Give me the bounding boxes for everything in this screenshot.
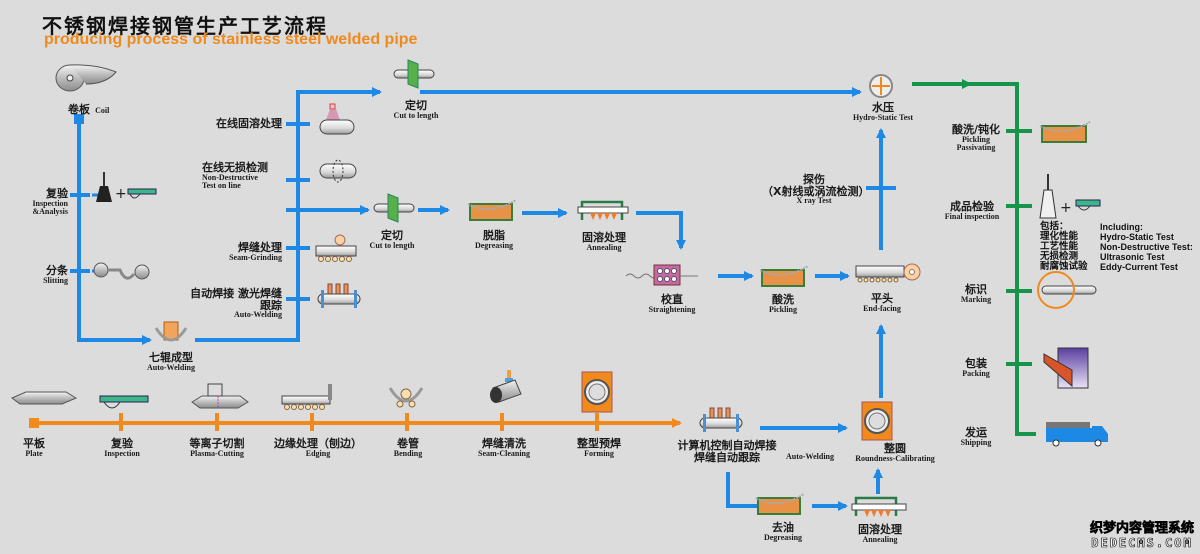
truck-icon <box>1046 422 1108 447</box>
degreasing-mid-label: 脱脂 Degreasing <box>474 229 514 250</box>
including-en-1: Hydro-Static Test <box>1100 232 1174 242</box>
slitting-machine-icon <box>93 262 150 280</box>
shipping-label: 发运 Shipping <box>960 426 992 447</box>
marking-label: 标识 Marking <box>960 283 992 304</box>
coil-label: 卷板 Coil <box>68 103 110 116</box>
roller-forming-label: 七辊成型 Auto-Welding <box>146 351 195 372</box>
including-en-0: Including: <box>1100 222 1143 232</box>
hydro-gauge-icon <box>869 74 893 98</box>
auto-welding-plate-label: Auto-Welding <box>785 452 834 461</box>
hydro-static-test-label: 水压 Hydro-Static Test <box>852 101 914 122</box>
coil-vertical-line <box>77 120 152 345</box>
title-cn: 不锈钢焊接钢管生产工艺流程 <box>42 14 328 38</box>
weld-branch-line <box>195 87 382 342</box>
end-facing-label: 平头 End-facing <box>863 292 901 313</box>
weld-step-ticks <box>286 122 310 301</box>
title-en: producing process of stainless steel wel… <box>44 31 418 48</box>
roundness-calibrating-label: 整圆 Roundness-Calibrating <box>855 442 935 463</box>
svg-text:+: + <box>115 186 127 202</box>
forming-ring-icon <box>581 371 613 413</box>
seam-grinding-label: 焊缝处理 Seam-Grinding <box>229 241 282 262</box>
degreasing-tank-icon <box>467 199 517 221</box>
edging-label: 边缘处理（刨边） Edging <box>274 437 362 458</box>
watermark: 织梦内容管理系统 DEDECMS.COM <box>1089 521 1195 551</box>
degreasing-tank-plate-icon <box>755 493 805 515</box>
watermark-line2: DEDECMS.COM <box>1091 536 1193 551</box>
plasma-cutter-icon <box>191 383 249 409</box>
pickling-tank-icon <box>759 265 809 287</box>
including-cn-list: 包括： 理化性能 工艺性能 无损检测 耐腐蚀试验 <box>1040 222 1088 272</box>
welding-torch-plate-icon <box>699 407 743 432</box>
including-en-list: Including: Hydro-Static Test Non-Destruc… <box>1100 222 1193 272</box>
auto-welding-laser-label: 自动焊接 激光焊缝跟踪 Auto-Welding <box>190 287 282 320</box>
packing-bundle-icon <box>1043 347 1089 389</box>
including-cn-1: 理化性能 <box>1040 231 1079 242</box>
seam-cleaning-icon <box>490 370 522 403</box>
packing-label: 包装 Packing <box>962 357 990 378</box>
final-flow-line <box>912 79 1036 436</box>
coil-start-square <box>74 114 84 124</box>
watermark-line1: 织梦内容管理系统 <box>1089 521 1195 536</box>
pickling-passivating-label: 酸洗/钝化 Pickling Passivating <box>951 123 1001 152</box>
including-en-3: Ultrasonic Test <box>1100 252 1165 262</box>
including-en-4: Eddy-Current Test <box>1100 262 1178 272</box>
saw-cutter-mid-icon <box>373 193 415 223</box>
ndt-ring-pipe-icon <box>319 159 357 183</box>
bending-rollers-icon <box>388 387 424 408</box>
including-cn-3: 无损检测 <box>1040 251 1079 262</box>
saw-cutter-top-icon <box>393 59 435 89</box>
including-cn-4: 耐腐蚀试验 <box>1040 261 1088 272</box>
cut-to-length-mid-label: 定切 Cut to length <box>369 229 415 250</box>
annealing-plate-label: 固溶处理 Annealing <box>858 523 902 544</box>
online-annealing-label: 在线固溶处理 <box>216 117 282 130</box>
seam-cleaning-label: 焊缝清洗 Seam-Cleaning <box>478 437 530 458</box>
coil-step-ticks <box>70 193 90 273</box>
straightener-icon <box>625 264 698 286</box>
annealing-furnace-plate-icon <box>851 496 907 517</box>
coil-inspection-label: 复验 Inspection &Analysis <box>32 187 68 216</box>
flask-and-caliper-icon: + <box>96 172 157 202</box>
straightening-label: 校直 Straightening <box>648 293 696 314</box>
degreasing-plate-label: 去油 Degreasing <box>763 521 803 542</box>
roller-forming-icon <box>154 321 188 342</box>
xray-test-label: 探伤 （X射线或涡流检测） X ray Test <box>762 173 870 206</box>
induction-heating-pipe-icon <box>319 103 355 135</box>
seam-grinder-icon <box>315 234 357 262</box>
including-cn-2: 工艺性能 <box>1040 241 1079 252</box>
forming-label: 整型预焊 Forming <box>577 437 621 458</box>
pickling-mid-label: 酸洗 Pickling <box>768 293 797 314</box>
marking-pipe-icon <box>1037 271 1097 309</box>
final-flask-and-caliper-icon: + <box>1039 174 1101 219</box>
steel-plate-icon <box>11 391 78 405</box>
bending-label: 卷管 Bending <box>393 437 423 458</box>
coil-flow-lines <box>70 87 896 511</box>
slitting-label: 分条 Slitting <box>43 264 68 285</box>
pickling-passivating-tank-icon <box>1039 121 1091 143</box>
roundness-ring-icon <box>861 401 893 441</box>
computer-welding-label: 计算机控制自动焊接 焊缝自动跟踪 <box>677 439 777 464</box>
including-en-2: Non-Destructive Test: <box>1100 242 1193 252</box>
welding-torch-icon <box>317 283 361 308</box>
final-inspection-label: 成品检验 Final inspection <box>944 200 1000 221</box>
plasma-cutting-label: 等离子切割 Plasma-Cutting <box>189 437 245 458</box>
end-facing-icon <box>855 263 921 283</box>
plate-inspection-label: 复验 Inspection <box>104 437 140 458</box>
annealing-furnace-icon <box>577 200 629 220</box>
cut-to-length-top-label: 定切 Cut to length <box>393 99 439 120</box>
edge-planer-icon <box>281 384 332 410</box>
plate-label: 平板 Plate <box>23 437 45 458</box>
svg-text:+: + <box>1060 200 1072 216</box>
including-cn-0: 包括： <box>1040 221 1069 232</box>
plate-flow-line <box>29 413 682 431</box>
annealing-mid-label: 固溶处理 Annealing <box>582 231 626 252</box>
online-ndt-label: 在线无损检测 Non-Destructive Test on line <box>202 161 268 190</box>
caliper-icon <box>99 395 149 409</box>
coil-icon <box>55 64 117 92</box>
